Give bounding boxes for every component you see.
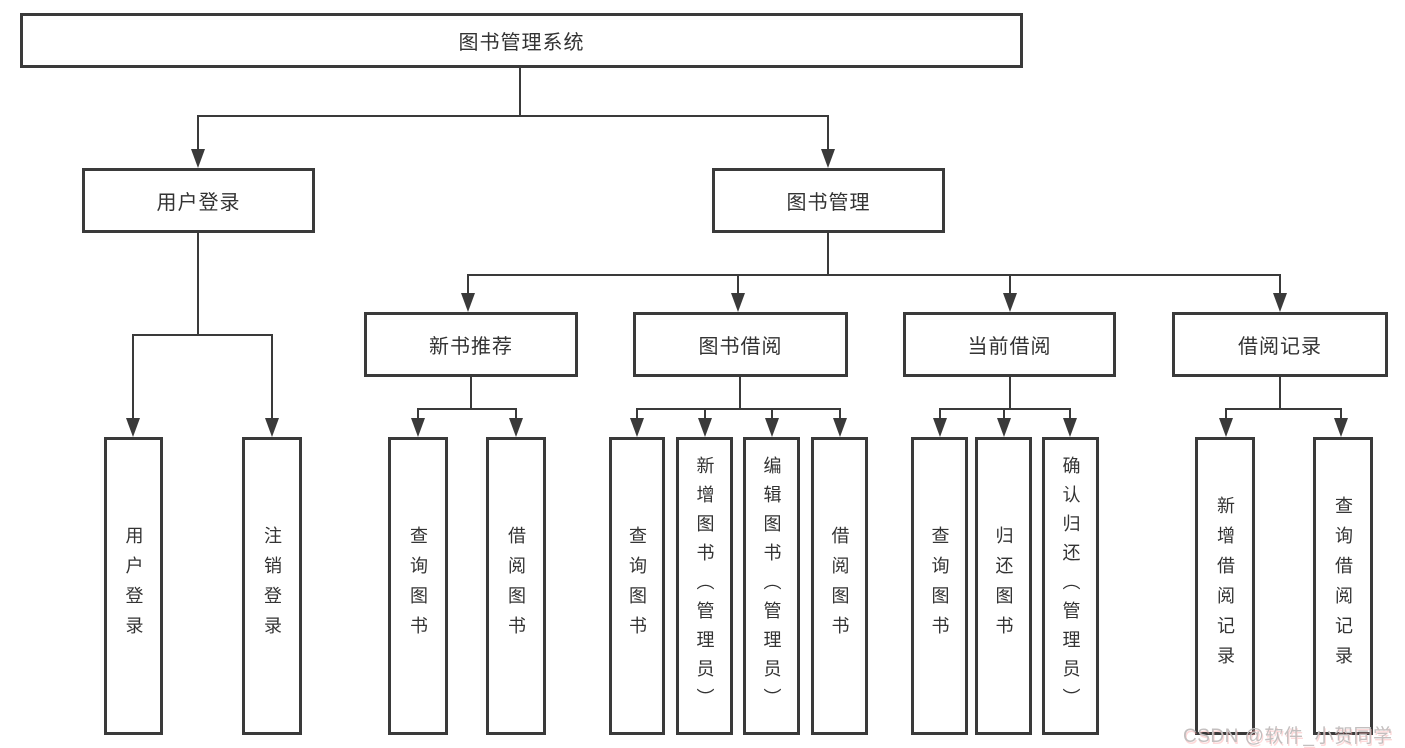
leaf-logout: 注销登录 — [242, 437, 302, 735]
arrow-down-icon — [1063, 418, 1077, 437]
leaf-query-borrow-record: 查询借阅记录 — [1313, 437, 1373, 735]
connector-line — [132, 334, 134, 418]
connector-line — [939, 408, 941, 418]
connector-line — [197, 233, 199, 336]
node-borrowing-records: 借阅记录 — [1172, 312, 1388, 377]
leaf-borrow-books-borrowing: 借阅图书 — [811, 437, 868, 735]
leaf-return-books: 归还图书 — [975, 437, 1032, 735]
node-label: 查询图书 — [929, 526, 950, 646]
connector-line — [417, 408, 419, 418]
node-label: 查询借阅记录 — [1333, 496, 1353, 676]
connector-line — [132, 334, 273, 336]
connector-line — [704, 408, 706, 418]
node-label: 新书推荐 — [429, 336, 513, 358]
connector-line — [771, 408, 773, 418]
leaf-edit-book-admin: 编辑图书（管理员） — [743, 437, 800, 735]
connector-line — [636, 408, 638, 418]
node-label: 查询图书 — [408, 526, 428, 646]
connector-line — [519, 68, 521, 117]
leaf-user-login: 用户登录 — [104, 437, 163, 735]
arrow-down-icon — [630, 418, 644, 437]
arrow-down-icon — [821, 149, 835, 168]
leaf-add-book-admin: 新增图书（管理员） — [676, 437, 733, 735]
arrow-down-icon — [461, 293, 475, 312]
arrow-down-icon — [191, 149, 205, 168]
node-label: 图书管理系统 — [458, 32, 585, 54]
connector-line — [827, 233, 829, 276]
connector-line — [271, 334, 273, 418]
connector-line — [417, 408, 517, 410]
node-label: 用户登录 — [123, 526, 144, 646]
leaf-query-books-recommend: 查询图书 — [388, 437, 448, 735]
arrow-down-icon — [833, 418, 847, 437]
connector-line — [467, 274, 1281, 276]
arrow-down-icon — [509, 418, 523, 437]
node-label: 图书借阅 — [698, 336, 783, 358]
connector-line — [827, 115, 829, 149]
arrow-down-icon — [1219, 418, 1233, 437]
connector-line — [467, 274, 469, 293]
connector-line — [1340, 408, 1342, 418]
node-book-management: 图书管理 — [712, 168, 945, 233]
node-label: 借阅图书 — [829, 526, 850, 646]
arrow-down-icon — [1334, 418, 1348, 437]
connector-line — [737, 274, 739, 293]
connector-line — [1279, 377, 1281, 410]
node-label: 借阅记录 — [1238, 336, 1322, 358]
leaf-query-books-borrowing: 查询图书 — [609, 437, 665, 735]
connector-line — [636, 408, 841, 410]
arrow-down-icon — [1003, 293, 1017, 312]
connector-line — [1009, 377, 1011, 410]
connector-line — [1003, 408, 1005, 418]
leaf-confirm-return-admin: 确认归还（管理员） — [1042, 437, 1099, 735]
node-label: 图书管理 — [786, 192, 871, 214]
node-label: 确认归还（管理员） — [1060, 455, 1081, 717]
arrow-down-icon — [698, 418, 712, 437]
arrow-down-icon — [126, 418, 140, 437]
arrow-down-icon — [765, 418, 779, 437]
node-label: 注销登录 — [262, 526, 282, 646]
node-label: 查询图书 — [627, 526, 647, 646]
arrow-down-icon — [411, 418, 425, 437]
node-label: 归还图书 — [993, 526, 1014, 646]
node-new-book-recommend: 新书推荐 — [364, 312, 578, 377]
connector-line — [1279, 274, 1281, 293]
leaf-add-borrow-record: 新增借阅记录 — [1195, 437, 1255, 735]
connector-line — [939, 408, 1071, 410]
leaf-query-books-current: 查询图书 — [911, 437, 968, 735]
connector-line — [1069, 408, 1071, 418]
node-label: 当前借阅 — [967, 336, 1052, 358]
connector-line — [197, 115, 199, 149]
connector-line — [1225, 408, 1342, 410]
node-label: 借阅图书 — [506, 526, 526, 646]
node-current-borrowing: 当前借阅 — [903, 312, 1116, 377]
connector-line — [1225, 408, 1227, 418]
node-library-management-system: 图书管理系统 — [20, 13, 1023, 68]
node-label: 用户登录 — [156, 192, 241, 214]
arrow-down-icon — [731, 293, 745, 312]
arrow-down-icon — [997, 418, 1011, 437]
connector-line — [197, 115, 829, 117]
connector-line — [739, 377, 741, 410]
watermark: CSDN @软件_小贺同学 — [1183, 726, 1393, 747]
node-user-login: 用户登录 — [82, 168, 315, 233]
arrow-down-icon — [933, 418, 947, 437]
node-book-borrowing: 图书借阅 — [633, 312, 848, 377]
connector-line — [839, 408, 841, 418]
node-label: 新增图书（管理员） — [694, 455, 715, 717]
connector-line — [515, 408, 517, 418]
node-label: 新增借阅记录 — [1215, 496, 1235, 676]
arrow-down-icon — [265, 418, 279, 437]
connector-line — [470, 377, 472, 410]
connector-line — [1009, 274, 1011, 293]
leaf-borrow-books-recommend: 借阅图书 — [486, 437, 546, 735]
node-label: 编辑图书（管理员） — [761, 455, 782, 717]
arrow-down-icon — [1273, 293, 1287, 312]
